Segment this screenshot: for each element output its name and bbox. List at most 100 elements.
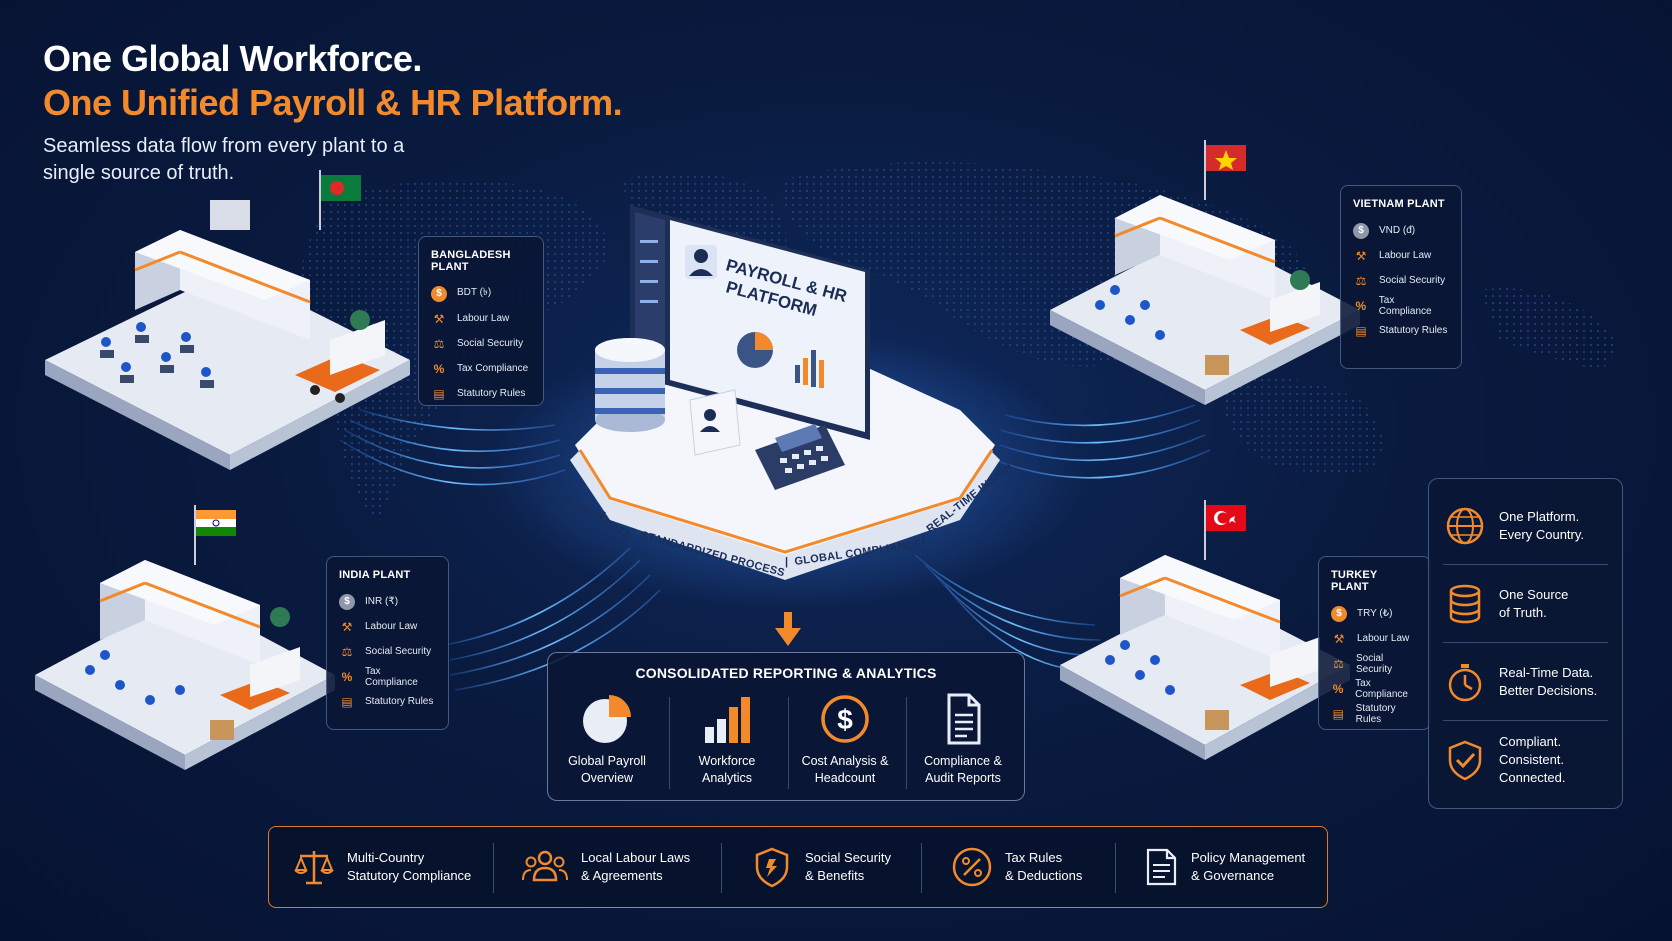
labour-law-row: ⚒ Labour Law: [339, 614, 436, 639]
statutory-rules-label: Statutory Rules: [1355, 702, 1396, 725]
social-security-row: ⚖ Social Security: [1353, 268, 1449, 293]
stopwatch-icon: [1448, 663, 1482, 701]
divider: [921, 843, 922, 893]
scales-icon: ⚖: [1333, 656, 1344, 671]
benefit-one-source: One Source of Truth.: [1443, 565, 1608, 643]
gavel-icon: ⚒: [1355, 248, 1367, 263]
divider: [1115, 843, 1116, 893]
policy-document-icon: [1146, 848, 1177, 886]
benefit-line: Real-Time Data.: [1499, 664, 1594, 680]
report-label-line: Audit Reports: [925, 771, 1001, 785]
benefit-line: Every Country.: [1499, 526, 1585, 542]
divider: [906, 697, 907, 789]
report-label: Global Payroll Overview: [548, 753, 666, 787]
bangladesh-factory-illustration: [45, 170, 410, 470]
social-security-row: ⚖ Social Security: [339, 639, 436, 664]
currency-label: BDT (৳): [457, 287, 492, 298]
percent-icon: %: [1355, 298, 1367, 313]
document-icon: [947, 693, 981, 745]
scales-icon: ⚖: [433, 336, 445, 351]
benefit-compliant: Compliant. Consistent. Connected.: [1443, 721, 1608, 799]
benefit-line: Connected.: [1499, 770, 1566, 785]
benefit-one-platform: One Platform. Every Country.: [1443, 487, 1608, 565]
feature-line: Social Security: [805, 850, 891, 865]
central-platform-illustration: UNIFIED DATA | STANDARDIZED PROCESS | GL…: [559, 205, 1027, 580]
benefit-text: One Platform. Every Country.: [1499, 508, 1584, 544]
statutory-rules-label: Statutory Rules: [365, 696, 434, 707]
currency-label: TRY (₺): [1357, 608, 1393, 619]
feature-line: Local Labour Laws: [581, 850, 691, 865]
report-label: Workforce Analytics: [668, 753, 786, 787]
feature-social-security[interactable]: Social Security & Benefits: [751, 827, 891, 907]
report-label-line: Overview: [580, 771, 634, 785]
gavel-icon: ⚒: [341, 619, 353, 634]
feature-line: Policy Management: [1191, 850, 1306, 865]
feature-tax-rules[interactable]: Tax Rules & Deductions: [951, 827, 1082, 907]
benefit-text: Compliant. Consistent. Connected.: [1499, 733, 1566, 787]
scales-icon: ⚖: [1355, 273, 1367, 288]
report-label-line: Cost Analysis &: [801, 754, 889, 768]
social-security-label: Social Security: [1356, 652, 1393, 675]
feature-multi-country-compliance[interactable]: Multi-Country Statutory Compliance: [293, 827, 471, 907]
bangladesh-plant-card: BANGLADESH PLANT $BDT (৳) ⚒Labour Law ⚖S…: [418, 236, 544, 406]
statutory-rules-label: Statutory Rules: [457, 388, 526, 399]
benefit-line: One Source: [1499, 586, 1569, 602]
banner-separator-2: |: [785, 556, 788, 568]
scales-icon: ⚖: [341, 644, 353, 659]
labour-law-row: ⚒Labour Law: [1331, 626, 1418, 651]
tax-compliance-row: %Tax Compliance: [431, 356, 531, 381]
subtitle-line-1: Seamless data flow from every plant to a: [43, 135, 405, 157]
social-security-label: Social Security: [1379, 275, 1446, 286]
report-label: Compliance & Audit Reports: [904, 753, 1022, 787]
vietnam-factory-illustration: [1050, 140, 1360, 405]
percent-icon: %: [1332, 681, 1344, 696]
labour-law-row: ⚒Labour Law: [431, 306, 531, 331]
document-icon: ▤: [341, 694, 353, 709]
divider: [669, 697, 670, 789]
feature-line: Multi-Country: [347, 850, 425, 865]
benefit-line: Better Decisions.: [1499, 682, 1598, 698]
currency-row: $BDT (৳): [431, 281, 531, 306]
report-compliance-audit[interactable]: Compliance & Audit Reports: [904, 691, 1022, 795]
currency-coin-icon: $: [339, 593, 355, 610]
bar-chart-icon: [705, 697, 750, 743]
tax-compliance-row: %Tax Compliance: [1331, 676, 1418, 701]
feature-local-labour-laws[interactable]: Local Labour Laws & Agreements: [521, 827, 690, 907]
report-label-line: Global Payroll: [568, 754, 646, 768]
svg-text:$: $: [837, 704, 853, 735]
feature-policy-management[interactable]: Policy Management & Governance: [1143, 827, 1305, 907]
statutory-rules-row: ▤Statutory Rules: [1331, 701, 1418, 726]
statutory-rules-label: Statutory Rules: [1379, 325, 1448, 336]
feature-line: & Deductions: [1005, 868, 1083, 883]
report-workforce-analytics[interactable]: Workforce Analytics: [668, 691, 786, 795]
feature-line: & Governance: [1191, 868, 1275, 883]
pie-chart-icon: [583, 695, 631, 743]
gavel-icon: ⚒: [1333, 631, 1345, 646]
percent-icon: [952, 847, 992, 887]
statutory-rules-row: ▤ Statutory Rules: [339, 689, 436, 714]
report-cost-analysis[interactable]: $ Cost Analysis & Headcount: [786, 691, 904, 795]
feature-line: & Benefits: [805, 868, 865, 883]
people-icon: [522, 850, 568, 882]
social-security-label: Social Security: [365, 646, 432, 657]
document-icon: ▤: [1355, 323, 1367, 338]
tax-compliance-label: Tax Compliance: [364, 665, 418, 688]
report-label-line: Headcount: [814, 771, 876, 785]
plant-card-title: TURKEY PLANT: [1331, 569, 1378, 593]
shield-check-icon: [1448, 740, 1482, 781]
india-factory-illustration: [35, 505, 335, 770]
currency-coin-icon: $: [1331, 605, 1347, 622]
plant-card-title: INDIA PLANT: [339, 569, 411, 581]
database-icon: [1449, 584, 1481, 623]
divider: [493, 843, 494, 893]
statutory-rules-row: ▤Statutory Rules: [431, 381, 531, 406]
feature-line: Tax Rules: [1005, 850, 1063, 865]
gavel-icon: ⚒: [433, 311, 445, 326]
currency-row: $ INR (₹): [339, 589, 436, 614]
labour-law-row: ⚒Labour Law: [1353, 243, 1449, 268]
labour-law-label: Labour Law: [365, 621, 418, 632]
subtitle: Seamless data flow from every plant to a…: [43, 133, 433, 187]
statutory-rules-row: ▤ Statutory Rules: [1353, 318, 1449, 343]
report-global-payroll[interactable]: Global Payroll Overview: [548, 691, 666, 795]
currency-label: INR (₹): [365, 596, 399, 607]
